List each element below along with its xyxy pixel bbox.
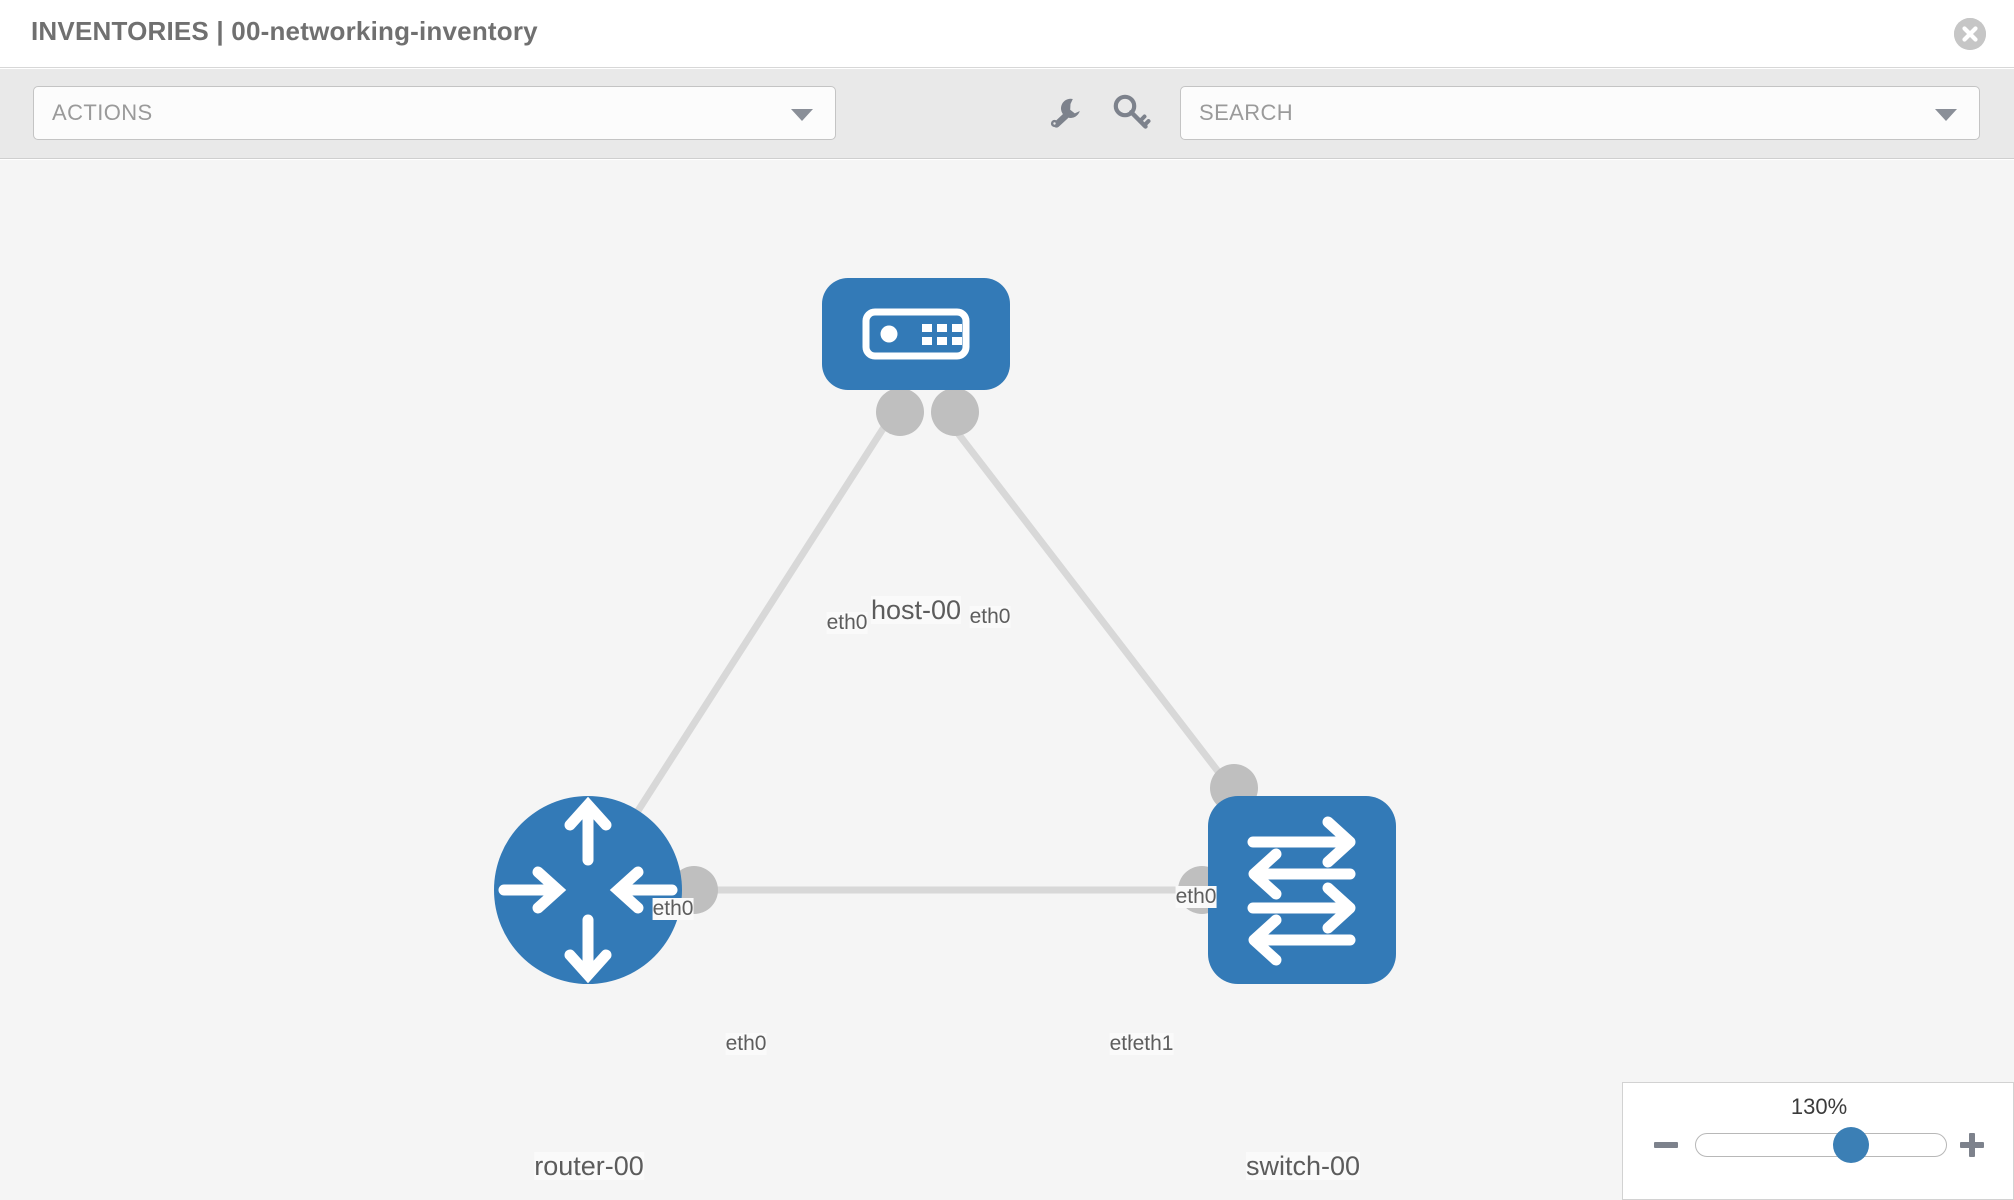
- close-icon[interactable]: [1954, 18, 1986, 50]
- link-host-router: [597, 408, 898, 872]
- plus-icon[interactable]: [1957, 1130, 1987, 1160]
- topology-links: [597, 407, 1293, 894]
- node-switch-00[interactable]: [1208, 796, 1396, 984]
- minus-icon[interactable]: [1651, 1130, 1681, 1160]
- link-label-switch-left-front: eth1: [1132, 1032, 1174, 1056]
- zoom-slider-thumb[interactable]: [1833, 1127, 1869, 1163]
- node-label-router-00: router-00: [534, 1151, 644, 1181]
- actions-dropdown[interactable]: ACTIONS: [33, 86, 836, 140]
- topology-connectors: [574, 388, 1258, 914]
- connector-host-left: [876, 388, 924, 436]
- page-title: INVENTORIES | 00-networking-inventory: [31, 16, 538, 46]
- search-input[interactable]: [1181, 87, 1921, 139]
- wrench-icon[interactable]: [1043, 91, 1087, 135]
- zoom-slider[interactable]: [1695, 1127, 1947, 1163]
- zoom-control-panel: 130%: [1622, 1082, 2014, 1200]
- link-label-router-up: eth0: [652, 897, 694, 921]
- topology-canvas[interactable]: eth0 eth0 eth0 eth0 eth0 eth0 eth1 host-…: [0, 160, 2014, 1200]
- link-label-host-right: eth0: [969, 605, 1011, 629]
- page-header: INVENTORIES | 00-networking-inventory: [0, 0, 2014, 68]
- node-label-switch-00: switch-00: [1245, 1151, 1361, 1181]
- actions-dropdown-label: ACTIONS: [52, 100, 153, 125]
- zoom-level-value: 130%: [1790, 1094, 1848, 1119]
- topology-graph: [494, 278, 1396, 984]
- chevron-down-icon[interactable]: [1935, 109, 1957, 121]
- link-label-switch-up: eth0: [1175, 885, 1217, 909]
- link-label-router-right: eth0: [725, 1032, 767, 1056]
- toolbar: ACTIONS: [0, 69, 2014, 159]
- connector-host-right: [931, 388, 979, 436]
- node-label-host-00: host-00: [870, 595, 962, 625]
- node-host-00[interactable]: [822, 278, 1010, 390]
- search-field[interactable]: [1180, 86, 1980, 140]
- key-icon[interactable]: [1110, 91, 1154, 135]
- node-router-00[interactable]: [494, 796, 682, 984]
- chevron-down-icon: [791, 109, 813, 121]
- link-label-host-left: eth0: [826, 611, 868, 635]
